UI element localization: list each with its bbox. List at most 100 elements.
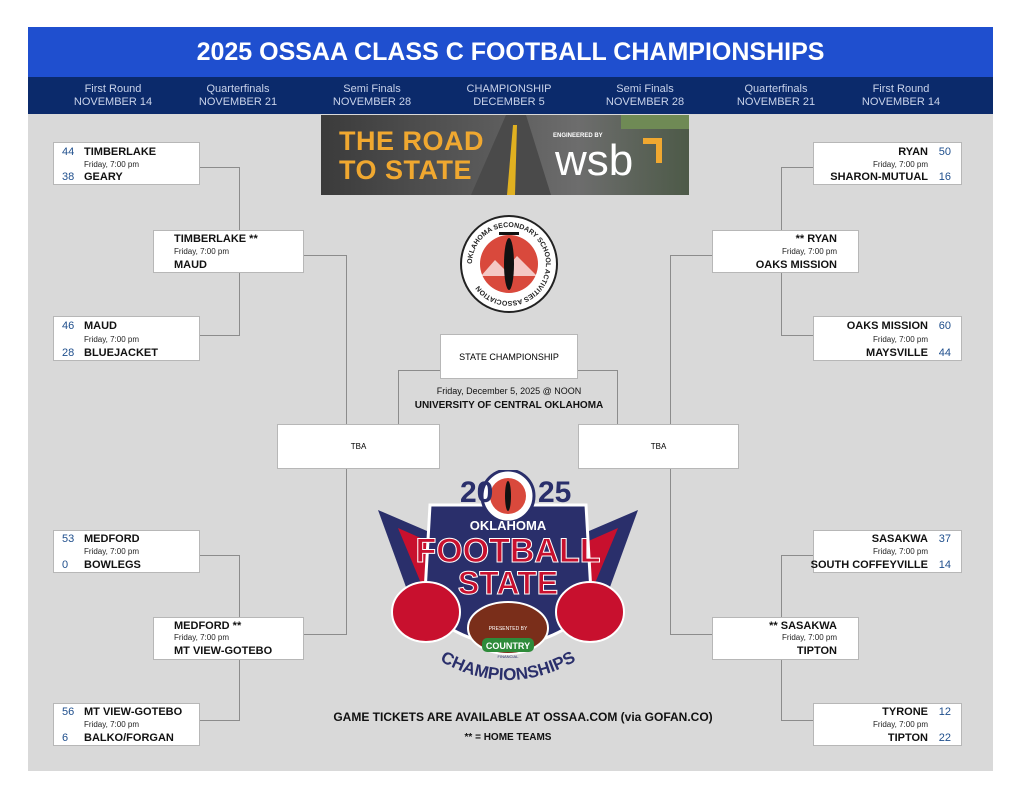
page-title: 2025 OSSAA CLASS C FOOTBALL CHAMPIONSHIP… xyxy=(28,27,993,77)
championship-datetime: Friday, December 5, 2025 @ NOON xyxy=(436,386,582,396)
matchup-box: TYRONE 12 Friday, 7:00 pm TIPTON 22 xyxy=(813,703,962,746)
logo-year-left: 20 xyxy=(460,476,493,509)
game-time: Friday, 7:00 pm xyxy=(84,720,139,729)
logo-state-text: OKLAHOMA xyxy=(470,518,547,533)
state-championship-box: STATE CHAMPIONSHIP xyxy=(440,334,578,379)
team-name: GEARY xyxy=(84,171,123,183)
round-date: NOVEMBER 28 xyxy=(332,96,412,108)
team-name: BOWLEGS xyxy=(84,559,141,571)
tba-label: TBA xyxy=(650,442,667,451)
tickets-note: GAME TICKETS ARE AVAILABLE AT OSSAA.COM … xyxy=(333,710,713,724)
team-name: SASAKWA xyxy=(871,533,928,545)
matchup-box: 53 MEDFORD Friday, 7:00 pm 0 BOWLEGS xyxy=(53,530,200,573)
team-name: SHARON-MUTUAL xyxy=(830,171,928,183)
game-time: Friday, 7:00 pm xyxy=(782,247,837,256)
matchup-box: 46 MAUD Friday, 7:00 pm 28 BLUEJACKET xyxy=(53,316,200,361)
round-name: CHAMPIONSHIP xyxy=(466,83,552,95)
logo-sponsor-sub: FINANCIAL xyxy=(498,654,520,659)
logo-presented-by: PRESENTED BY xyxy=(489,626,528,632)
round-name: Semi Finals xyxy=(343,83,401,95)
ossaa-seal: OKLAHOMA SECONDARY SCHOOL ACTIVITIES ASS… xyxy=(460,215,558,313)
team-name: MT VIEW-GOTEBO xyxy=(84,706,183,718)
team-name: ** RYAN xyxy=(795,233,837,245)
team-name: TIPTON xyxy=(796,645,837,657)
sponsor-tagline: ENGINEERED BY xyxy=(553,133,603,139)
left-helmet-icon xyxy=(391,581,461,643)
round-date: NOVEMBER 14 xyxy=(861,96,941,108)
home-teams-note: ** = HOME TEAMS xyxy=(464,732,552,743)
team-score: 37 xyxy=(938,533,951,545)
matchup-box: TIMBERLAKE ** Friday, 7:00 pm MAUD xyxy=(153,230,304,273)
team-name: ** SASAKWA xyxy=(769,620,837,632)
matchup-box: OAKS MISSION 60 Friday, 7:00 pm MAYSVILL… xyxy=(813,316,962,361)
right-helmet-icon xyxy=(555,581,625,643)
team-name: MAYSVILLE xyxy=(866,347,928,359)
team-name: TIMBERLAKE ** xyxy=(174,233,258,245)
team-name: MAUD xyxy=(84,320,117,332)
game-time: Friday, 7:00 pm xyxy=(174,633,229,642)
round-name: First Round xyxy=(872,83,930,95)
team-name: SOUTH COFFEYVILLE xyxy=(810,559,928,571)
team-score: 22 xyxy=(938,732,951,744)
logo-football-text: FOOTBALL xyxy=(415,532,600,570)
round-name: First Round xyxy=(84,83,142,95)
championship-venue: UNIVERSITY OF CENTRAL OKLAHOMA xyxy=(414,400,604,411)
team-name: TYRONE xyxy=(882,706,928,718)
matchup-box: 44 TIMBERLAKE Friday, 7:00 pm 38 GEARY xyxy=(53,142,200,185)
team-name: MEDFORD xyxy=(84,533,140,545)
game-time: Friday, 7:00 pm xyxy=(873,160,928,169)
game-time: Friday, 7:00 pm xyxy=(782,633,837,642)
team-name: OAKS MISSION xyxy=(846,320,928,332)
game-time: Friday, 7:00 pm xyxy=(873,335,928,344)
round-name: Semi Finals xyxy=(616,83,674,95)
tba-label: TBA xyxy=(350,442,367,451)
matchup-box: RYAN 50 Friday, 7:00 pm SHARON-MUTUAL 16 xyxy=(813,142,962,185)
logo-year-right: 25 xyxy=(538,476,571,509)
team-score: 50 xyxy=(938,146,951,158)
team-name: RYAN xyxy=(898,146,928,158)
road-to-state-banner: THE ROAD TO STATE ENGINEERED BY wsb xyxy=(321,115,689,195)
round-date: NOVEMBER 21 xyxy=(198,96,278,108)
banner-line-1: THE ROAD xyxy=(339,126,484,156)
team-score: 44 xyxy=(938,347,951,359)
matchup-box: 56 MT VIEW-GOTEBO Friday, 7:00 pm 6 BALK… xyxy=(53,703,200,746)
logo-sponsor: COUNTRY xyxy=(486,641,530,651)
round-name: Quarterfinals xyxy=(744,83,808,95)
team-score: 53 xyxy=(62,533,75,545)
matchup-box: ** RYAN Friday, 7:00 pm OAKS MISSION xyxy=(712,230,859,273)
team-name: OAKS MISSION xyxy=(755,259,837,271)
round-date: NOVEMBER 28 xyxy=(605,96,685,108)
semifinal-box-right: TBA xyxy=(578,424,739,469)
team-name: BALKO/FORGAN xyxy=(84,732,174,744)
team-score: 6 xyxy=(62,732,69,744)
football-state-championships-logo: 20 25 OKLAHOMA FOOTBALL STATE PRESENTED … xyxy=(378,470,638,684)
team-score: 38 xyxy=(62,171,75,183)
wsb-chevron-icon xyxy=(643,138,662,163)
game-time: Friday, 7:00 pm xyxy=(873,547,928,556)
team-score: 46 xyxy=(62,320,75,332)
team-score: 44 xyxy=(62,146,75,158)
team-name: TIMBERLAKE xyxy=(84,146,157,158)
game-time: Friday, 7:00 pm xyxy=(84,547,139,556)
wsb-logo: wsb xyxy=(555,136,634,185)
country-financial-logo xyxy=(482,638,534,652)
team-score: 14 xyxy=(938,559,951,571)
team-score: 16 xyxy=(938,171,951,183)
round-date: NOVEMBER 14 xyxy=(73,96,153,108)
team-score: 0 xyxy=(62,559,69,571)
round-name: Quarterfinals xyxy=(206,83,270,95)
team-score: 28 xyxy=(62,347,75,359)
game-time: Friday, 7:00 pm xyxy=(84,335,139,344)
matchup-box: ** SASAKWA Friday, 7:00 pm TIPTON xyxy=(712,617,859,660)
team-name: MEDFORD ** xyxy=(174,620,242,632)
team-name: MT VIEW-GOTEBO xyxy=(174,645,273,657)
round-date: DECEMBER 5 xyxy=(473,96,545,108)
team-name: MAUD xyxy=(174,259,207,271)
